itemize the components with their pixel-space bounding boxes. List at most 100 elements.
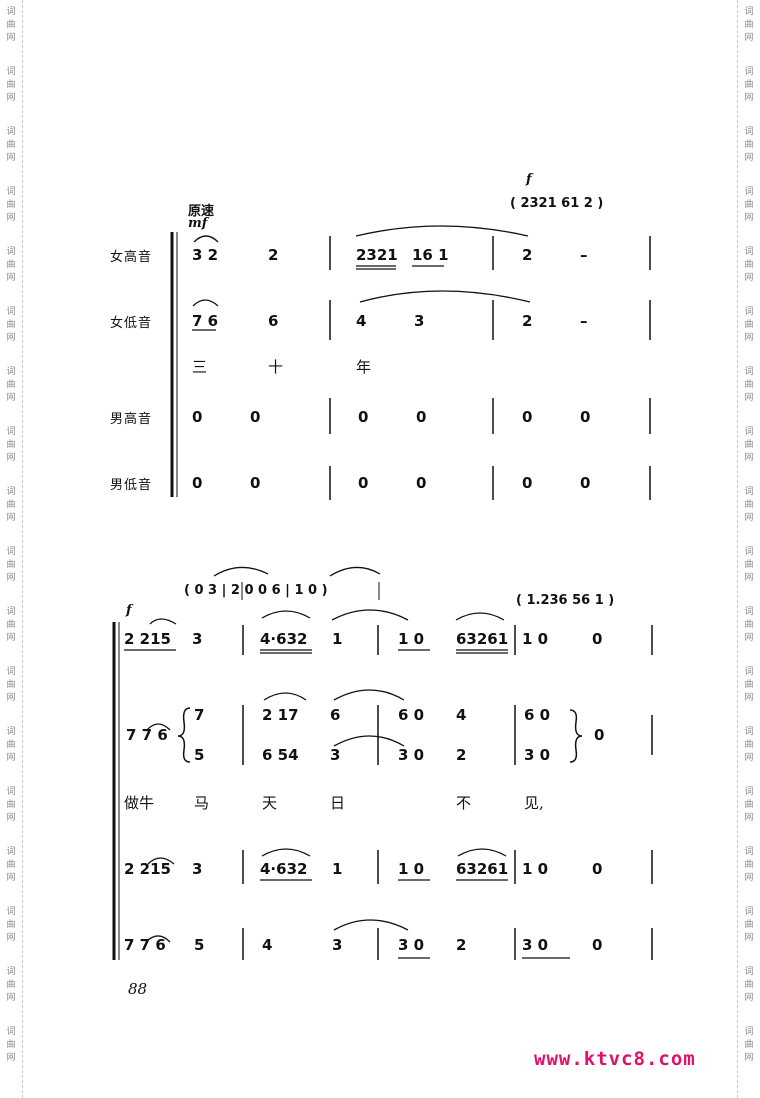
margin-watermark-text: 词 曲 网	[6, 187, 16, 223]
line2-upper-note: 4	[456, 706, 467, 724]
margin-watermark-text: 词 曲 网	[744, 127, 754, 163]
margin-watermark-text: 词 曲 网	[744, 187, 754, 223]
line5-note: 4	[262, 936, 273, 954]
soprano-note: 16 1	[412, 246, 449, 264]
lyric-char: 马	[194, 794, 210, 812]
margin-watermark-text: 词 曲 网	[6, 547, 16, 583]
lyric-char: 年	[356, 358, 372, 376]
line1-note: 1 0	[398, 630, 425, 648]
alto-note: 4	[356, 312, 367, 330]
margin-watermark-text: 词 曲 网	[744, 307, 754, 343]
line2-lower-note: 3 0	[398, 746, 425, 764]
soprano-note: 3 2	[192, 246, 219, 264]
tenor-note: 0	[192, 408, 203, 426]
bass-note: 0	[580, 474, 591, 492]
margin-watermark-text: 词 曲 网	[744, 907, 754, 943]
lyric-char: 天	[262, 794, 278, 812]
line5-note: 5	[194, 936, 205, 954]
page-number: 88	[128, 980, 148, 998]
line4-note: 1 0	[398, 860, 425, 878]
line1-note: 1	[332, 630, 343, 648]
intro-phrase-b: ( 1.236 56 1 )	[516, 593, 615, 608]
tenor-note: 0	[250, 408, 261, 426]
part-label-bass: 男低音	[110, 478, 153, 493]
line2-lower-note: 2	[456, 746, 467, 764]
line1-note: 4·632	[260, 630, 308, 648]
soprano-note: 2321	[356, 246, 398, 264]
line1-note: 2 215	[124, 630, 171, 648]
margin-watermark-text: 词 曲 网	[6, 667, 16, 703]
margin-watermark-text: 词 曲 网	[6, 727, 16, 763]
line2-upper-note: 6 0	[524, 706, 551, 724]
line4-note: 2 215	[124, 860, 171, 878]
intro-phrase: ( 2321 61 2 )	[510, 196, 604, 211]
line2-lower-note: 3 0	[524, 746, 551, 764]
bass-note: 0	[250, 474, 261, 492]
lyric-char: 十	[268, 358, 284, 376]
margin-watermark-text: 词 曲 网	[744, 547, 754, 583]
margin-watermark-text: 词 曲 网	[6, 67, 16, 103]
bass-note: 0	[416, 474, 427, 492]
line5-note: 3 0	[522, 936, 549, 954]
tenor-note: 0	[416, 408, 427, 426]
line2-end-note: 0	[594, 726, 605, 744]
margin-watermark-text: 词 曲 网	[744, 787, 754, 823]
margin-watermark-text: 词 曲 网	[744, 7, 754, 43]
line5-note: 3 0	[398, 936, 425, 954]
margin-watermark-text: 词 曲 网	[6, 367, 16, 403]
tenor-note: 0	[358, 408, 369, 426]
alto-note: 7 6	[192, 312, 219, 330]
lyric-char: 不	[456, 794, 472, 812]
lyric-char: 三	[192, 358, 208, 376]
margin-watermark-text: 词 曲 网	[6, 847, 16, 883]
line5-note: 0	[592, 936, 603, 954]
part-label-tenor: 男高音	[110, 412, 153, 427]
margin-watermark-text: 词 曲 网	[744, 1027, 754, 1063]
margin-watermark-text: 词 曲 网	[6, 127, 16, 163]
bass-note: 0	[192, 474, 203, 492]
margin-watermark-text: 词 曲 网	[6, 427, 16, 463]
line1-note: 3	[192, 630, 203, 648]
lyric-char: 做牛	[124, 794, 155, 812]
line4-note: 4·632	[260, 860, 308, 878]
margin-watermark-text: 词 曲 网	[744, 427, 754, 463]
margin-watermark-text: 词 曲 网	[6, 307, 16, 343]
margin-watermark-text: 词 曲 网	[6, 787, 16, 823]
intro-phrase-a: ( 0 3 | 2 0 0 6 | 1 0 )	[184, 583, 328, 598]
part-label-alto: 女低音	[110, 316, 153, 331]
margin-watermark-text: 词 曲 网	[6, 907, 16, 943]
bass-note: 0	[522, 474, 533, 492]
margin-watermark-text: 词 曲 网	[6, 247, 16, 283]
soprano-note: –	[580, 246, 588, 264]
margin-watermark-text: 词 曲 网	[744, 487, 754, 523]
line2-lower-note: 5	[194, 746, 205, 764]
dynamic-forte: f	[526, 172, 532, 187]
margin-watermark-text: 词 曲 网	[744, 727, 754, 763]
soprano-note: 2	[522, 246, 533, 264]
margin-watermark-text: 词 曲 网	[744, 967, 754, 1003]
line5-note: 7 7 6	[124, 936, 166, 954]
line4-note: 3	[192, 860, 203, 878]
line2-upper-note: 2 17	[262, 706, 299, 724]
margin-watermark-text: 词 曲 网	[744, 667, 754, 703]
line2-lead-note: 7 7 6	[126, 726, 168, 744]
right-margin-watermark: 词 曲 网词 曲 网词 曲 网词 曲 网词 曲 网词 曲 网词 曲 网词 曲 网…	[737, 0, 760, 1098]
line1-note: 0	[592, 630, 603, 648]
alto-note: 6	[268, 312, 279, 330]
bass-note: 0	[358, 474, 369, 492]
line5-note: 2	[456, 936, 467, 954]
margin-watermark-text: 词 曲 网	[744, 247, 754, 283]
margin-watermark-text: 词 曲 网	[6, 607, 16, 643]
tenor-note: 0	[522, 408, 533, 426]
margin-watermark-text: 词 曲 网	[744, 847, 754, 883]
line2-lower-note: 3	[330, 746, 341, 764]
margin-watermark-text: 词 曲 网	[6, 967, 16, 1003]
line1-note: 1 0	[522, 630, 549, 648]
site-watermark: www.ktvc8.com	[534, 1048, 696, 1070]
line4-note: 1	[332, 860, 343, 878]
tempo-marking: 原速	[188, 204, 215, 219]
alto-note: 3	[414, 312, 425, 330]
line4-note: 63261	[456, 860, 509, 878]
lyric-char: 见,	[524, 794, 544, 812]
